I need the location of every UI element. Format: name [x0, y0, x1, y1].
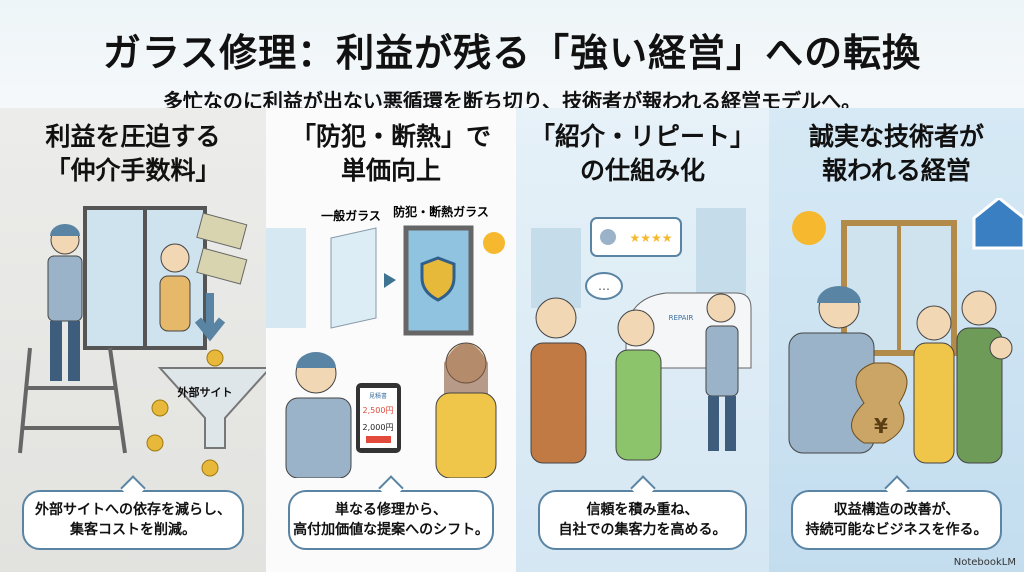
- caption-bubble: 信頼を積み重ね、自社での集客力を高める。: [538, 475, 747, 550]
- caption-line: 外部サイトへの依存を減らし、: [35, 502, 231, 518]
- heading-line: の仕組み化: [579, 156, 705, 185]
- panel-heading: 「紹介・リピート」の仕組み化: [516, 120, 769, 188]
- star-rating-icon: ★★★★: [629, 231, 672, 245]
- banknote-icon: [196, 212, 248, 250]
- caption-line: 信頼を積み重ね、: [586, 502, 699, 518]
- wife-figure: [916, 305, 952, 341]
- child-figure: [989, 336, 1013, 360]
- background-window: [266, 228, 306, 328]
- funnel-icon: [157, 367, 266, 449]
- heading-line: 「紹介・リピート」: [529, 122, 755, 151]
- chat-bubble-icon: [585, 272, 623, 300]
- sun-icon: [483, 232, 505, 254]
- illustration-referral: ★★★★ … REPAIR: [530, 208, 752, 464]
- panel-upsell: 「防犯・断熱」で単価向上 一般ガラス 防犯・断熱ガラス 見積書 2,500円 2…: [266, 108, 516, 572]
- standard-glass-pane: [330, 227, 377, 329]
- illustration-family: ¥: [788, 198, 1024, 464]
- panel-referral: 「紹介・リピート」の仕組み化 ★★★★ … REPAIR 信頼を積み重ね、自社で…: [516, 108, 769, 572]
- label-standard-glass: 一般ガラス: [321, 208, 381, 223]
- money-bag-icon: [851, 362, 908, 444]
- panel-commission: 利益を圧迫する「仲介手数料」 外部サイト 外部サイトへの依存を減らし、集客コスト…: [0, 108, 266, 572]
- heading-line: 報われる経営: [822, 156, 971, 185]
- illustration-glass-upgrade: 一般ガラス 防犯・断熱ガラス 見積書 2,500円 2,000円: [266, 204, 505, 478]
- caption-line: 集客コストを削減。: [70, 522, 196, 538]
- caption-line: 高付加価値な提案へのシフト。: [293, 522, 489, 538]
- panel-rewarded: 誠実な技術者が報われる経営 ¥ 収益構造の改善が、持続可能なビジネスを作る。 N…: [769, 108, 1024, 572]
- banknote-icon: [196, 247, 248, 285]
- caption-line: 単なる修理から、: [334, 502, 447, 518]
- customer-figure: [160, 243, 190, 273]
- heading-line: 誠実な技術者が: [808, 122, 984, 151]
- house-shield-icon: [972, 198, 1024, 250]
- van-logo: REPAIR: [669, 314, 694, 322]
- caption-bubble: 外部サイトへの依存を減らし、集客コストを削減。: [22, 475, 244, 550]
- panel-heading: 誠実な技術者が報われる経営: [769, 120, 1024, 188]
- panel-heading: 「防犯・断熱」で単価向上: [266, 120, 516, 188]
- coin-icons: [146, 349, 224, 477]
- heading-line: 単価向上: [340, 156, 441, 185]
- caption-line: 持続可能なビジネスを作る。: [805, 522, 988, 538]
- arrow-down-icon: [194, 293, 226, 342]
- building: [531, 228, 581, 308]
- yen-symbol: ¥: [874, 414, 888, 438]
- brand-watermark: NotebookLM: [953, 557, 1016, 568]
- customer-figure: [535, 297, 577, 339]
- label-security-glass: 防犯・断熱ガラス: [393, 204, 489, 219]
- header: ガラス修理：利益が残る「強い経営」への転換 多忙なのに利益が出ない悪循環を断ち切…: [0, 0, 1024, 113]
- friend-figure: [617, 309, 655, 347]
- heading-line: 「防犯・断熱」で: [290, 122, 491, 151]
- price-new: 2,000円: [363, 423, 394, 432]
- price-old: 2,500円: [363, 406, 394, 415]
- technician-figure: [706, 293, 736, 323]
- panel-heading: 利益を圧迫する「仲介手数料」: [0, 120, 266, 188]
- page-title: ガラス修理：利益が残る「強い経営」への転換: [102, 31, 922, 75]
- caption-line: 収益構造の改善が、: [833, 502, 960, 518]
- husband-figure: [961, 290, 997, 326]
- review-bubble: [590, 217, 682, 257]
- illustration-funnel: 外部サイト: [18, 206, 266, 477]
- heading-line: 利益を圧迫する: [45, 122, 221, 151]
- heading-line: 「仲介手数料」: [45, 156, 221, 185]
- tablet-header: 見積書: [369, 392, 387, 400]
- caption-line: 自社での集客力を高める。: [558, 522, 727, 538]
- shield-icon: [420, 256, 456, 302]
- sun-icon: [792, 211, 826, 245]
- caption-bubble: 収益構造の改善が、持続可能なビジネスを作る。: [791, 475, 1002, 550]
- arrow-right-icon: [384, 273, 396, 288]
- funnel-label: 外部サイト: [177, 385, 233, 399]
- ladder-icon: [18, 347, 127, 454]
- svg-text:…: …: [598, 279, 610, 293]
- caption-bubble: 単なる修理から、高付加価値な提案へのシフト。: [288, 475, 494, 550]
